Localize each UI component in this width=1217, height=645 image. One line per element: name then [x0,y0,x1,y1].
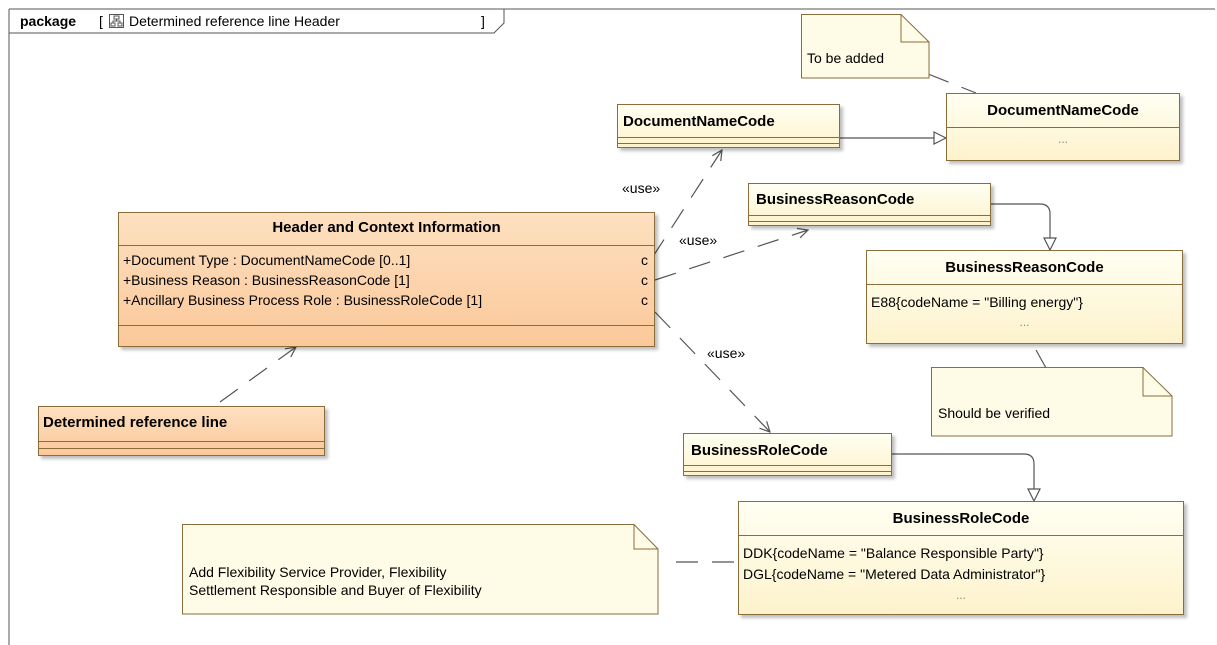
enum-literal-dgl[interactable]: DGL{codeName = "Metered Data Administrat… [743,566,1046,582]
enum-literal-ddk[interactable]: DDK{codeName = "Balance Responsible Part… [743,545,1044,561]
package-keyword: package [20,13,77,29]
type-separator [618,137,839,138]
note-text: To be added [807,50,885,66]
enum-more-indicator: ... [955,588,966,602]
enum-separator [947,127,1179,128]
determined-reference-line-class[interactable]: Determined reference line [38,406,325,456]
port-marker: c [641,252,648,268]
business-role-code-enum[interactable]: BusinessRoleCode DDK{codeName = "Balance… [738,501,1184,615]
type-separator [684,465,891,466]
business-role-code-type-name: BusinessRoleCode [691,442,828,459]
note-shape [931,367,1173,437]
header-class[interactable]: Header and Context Information +Document… [118,212,655,347]
header-attribute-business-role[interactable]: +Ancillary Business Process Role : Busin… [123,292,483,308]
generalization-reason[interactable] [990,203,1050,250]
note-shape [182,524,659,615]
document-name-code-enum[interactable]: DocumentNameCode ... [946,93,1180,161]
dependency-determined-to-header[interactable] [219,347,296,403]
package-open-bracket: [ [99,13,103,29]
document-name-code-type[interactable]: DocumentNameCode [617,104,840,148]
generalization-role[interactable] [892,453,1034,501]
business-role-code-type[interactable]: BusinessRoleCode [683,433,892,476]
note-should-be-verified[interactable]: Should be verified [931,367,1175,439]
note-anchor-should-be-verified [1035,349,1047,369]
header-attribute-business-reason[interactable]: +Business Reason : BusinessReasonCode [1… [123,272,410,288]
diagram-icon [109,14,124,28]
note-text-line-1: Add Flexibility Service Provider, Flexib… [189,564,447,580]
business-reason-code-type[interactable]: BusinessReasonCode [748,183,991,226]
package-title: Determined reference line Header [129,13,340,29]
port-marker: c [641,272,648,288]
header-class-name: Header and Context Information [272,219,501,236]
business-reason-code-enum-name: BusinessReasonCode [945,259,1104,276]
package-tab-outline [9,9,505,34]
package-frame [8,8,1215,645]
enum-literal-e88[interactable]: E88{codeName = "Billing energy"} [871,294,1083,310]
use-label-reason: «use» [679,232,718,248]
header-class-separator [119,245,654,246]
header-class-separator [119,325,654,326]
header-attribute-document-type[interactable]: +Document Type : DocumentNameCode [0..1] [123,252,411,268]
business-reason-code-enum[interactable]: BusinessReasonCode E88{codeName = "Billi… [866,250,1183,344]
determined-class-separator [39,448,324,449]
package-close-bracket: ] [481,13,485,29]
business-reason-code-type-name: BusinessReasonCode [756,191,915,208]
type-separator [618,143,839,144]
type-separator [749,215,990,216]
note-to-be-added[interactable]: To be added [801,14,931,80]
note-text: Should be verified [938,405,1051,421]
enum-separator [867,284,1182,285]
note-text-line-2: Settlement Responsible and Buyer of Flex… [189,582,482,598]
determined-class-separator [39,441,324,442]
enum-separator [739,535,1183,536]
dependency-use-document[interactable] [651,150,722,259]
use-label-document: «use» [622,180,661,196]
note-flexibility[interactable]: Add Flexibility Service Provider, Flexib… [182,524,662,616]
enum-more-indicator: ... [1019,315,1030,329]
business-role-code-enum-name: BusinessRoleCode [892,510,1030,527]
port-marker: c [641,292,648,308]
determined-class-name: Determined reference line [43,414,228,431]
dependency-use-role[interactable] [654,311,770,432]
document-name-code-enum-name: DocumentNameCode [987,102,1139,119]
enum-more-indicator: ... [1057,132,1068,146]
type-separator [684,471,891,472]
use-label-role: «use» [707,345,746,361]
note-anchor-to-be-added [927,73,977,94]
type-separator [749,221,990,222]
note-shape [801,14,930,79]
document-name-code-type-name: DocumentNameCode [623,113,775,130]
dependency-use-reason[interactable] [654,230,808,281]
